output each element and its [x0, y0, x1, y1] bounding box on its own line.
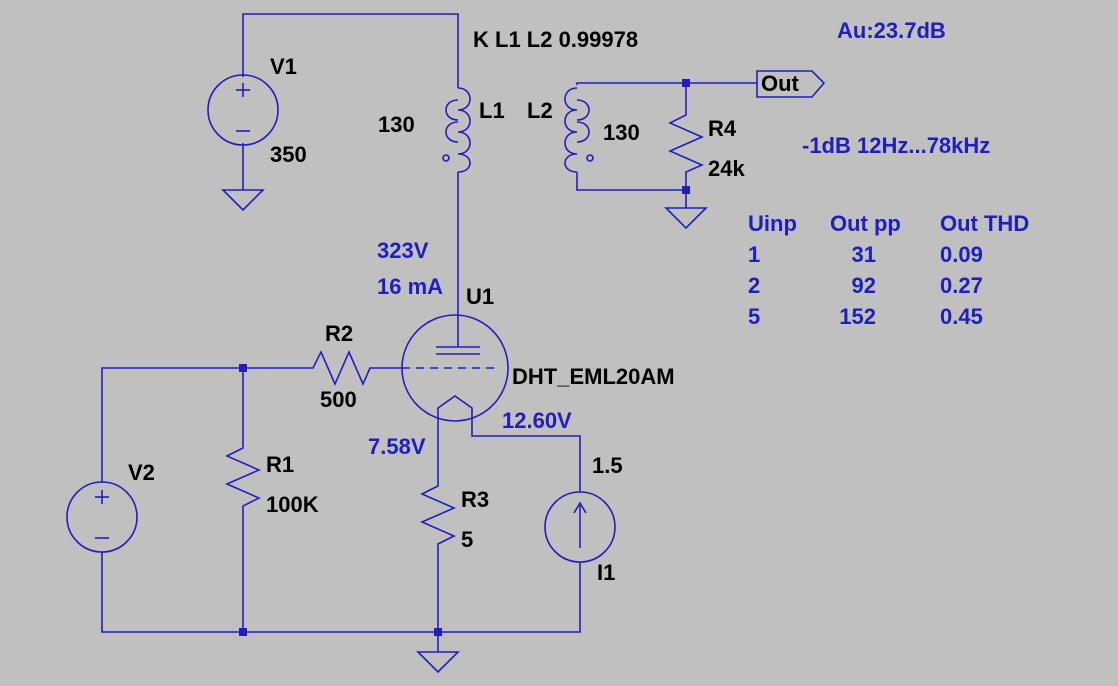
table-row: 2 92 0.27	[748, 274, 1060, 305]
v2-name: V2	[128, 460, 155, 485]
bandwidth-annotation: -1dB 12Hz...78kHz	[802, 133, 991, 158]
table-cell: 92	[851, 273, 876, 298]
cathode-voltage: 7.58V	[368, 434, 426, 459]
r3-value: 5	[461, 527, 474, 552]
r3-resistor	[420, 478, 456, 558]
r4-name: R4	[708, 116, 737, 141]
v2-voltage-source	[66, 481, 138, 553]
l1-inductor	[442, 85, 471, 173]
junction-dot	[434, 628, 442, 636]
junction-dot	[239, 628, 247, 636]
results-table: Uinp Out pp Out THD 1 31 0.09 2 92 0.27 …	[748, 212, 1060, 336]
i1-current-source	[544, 491, 616, 563]
table-cell: 31	[851, 242, 876, 267]
table-row: 5 152 0.45	[748, 305, 1060, 336]
table-cell: 0.09	[940, 242, 983, 267]
i1-name: I1	[597, 560, 616, 585]
l1-value: 130	[378, 112, 415, 137]
r4-resistor	[668, 107, 704, 180]
v1-value: 350	[270, 142, 307, 167]
gain-annotation: Au:23.7dB	[837, 18, 946, 43]
junction-dot	[682, 79, 690, 87]
r1-name: R1	[266, 452, 295, 477]
v1-name: V1	[270, 54, 297, 79]
coupling-directive: K L1 L2 0.99978	[473, 27, 639, 52]
junction-dot	[239, 364, 247, 372]
junction-dots	[239, 79, 690, 636]
table-header-row: Uinp Out pp Out THD	[748, 212, 1060, 243]
wires	[101, 13, 757, 652]
u1-triode-tube	[401, 314, 509, 422]
table-row: 1 31 0.09	[748, 243, 1060, 274]
r1-value: 100K	[266, 492, 319, 517]
l2-name: L2	[527, 98, 553, 123]
table-header: Out pp	[830, 211, 901, 236]
table-cell: 2	[748, 273, 761, 298]
plate-current: 16 mA	[377, 274, 444, 299]
r2-value: 500	[320, 387, 357, 412]
table-cell: 1	[748, 242, 761, 267]
l1-name: L1	[479, 98, 505, 123]
table-cell: 5	[748, 304, 761, 329]
ground-symbol-v1	[221, 189, 265, 212]
ground-symbol-main	[416, 651, 460, 674]
u1-name: U1	[466, 284, 495, 309]
table-header: Out THD	[940, 211, 1030, 236]
out-port-flag	[756, 70, 826, 98]
r1-resistor	[225, 440, 261, 520]
out-port-label: Out	[761, 71, 799, 96]
l2-inductor	[564, 87, 594, 173]
table-cell: 152	[839, 304, 876, 329]
plate-voltage: 323V	[377, 238, 429, 263]
l2-value: 130	[603, 120, 640, 145]
table-cell: 0.45	[940, 304, 983, 329]
ground-symbol-r4	[664, 207, 708, 230]
r4-value: 24k	[708, 156, 745, 181]
filament-voltage: 12.60V	[502, 408, 572, 433]
junction-dot	[682, 186, 690, 194]
r2-name: R2	[325, 321, 354, 346]
i1-value: 1.5	[592, 453, 623, 478]
table-cell: 0.27	[940, 273, 983, 298]
r2-resistor	[305, 350, 376, 386]
v1-voltage-source	[207, 74, 279, 146]
u1-model: DHT_EML20AM	[512, 364, 675, 389]
table-header: Uinp	[748, 211, 797, 236]
r3-name: R3	[461, 487, 490, 512]
